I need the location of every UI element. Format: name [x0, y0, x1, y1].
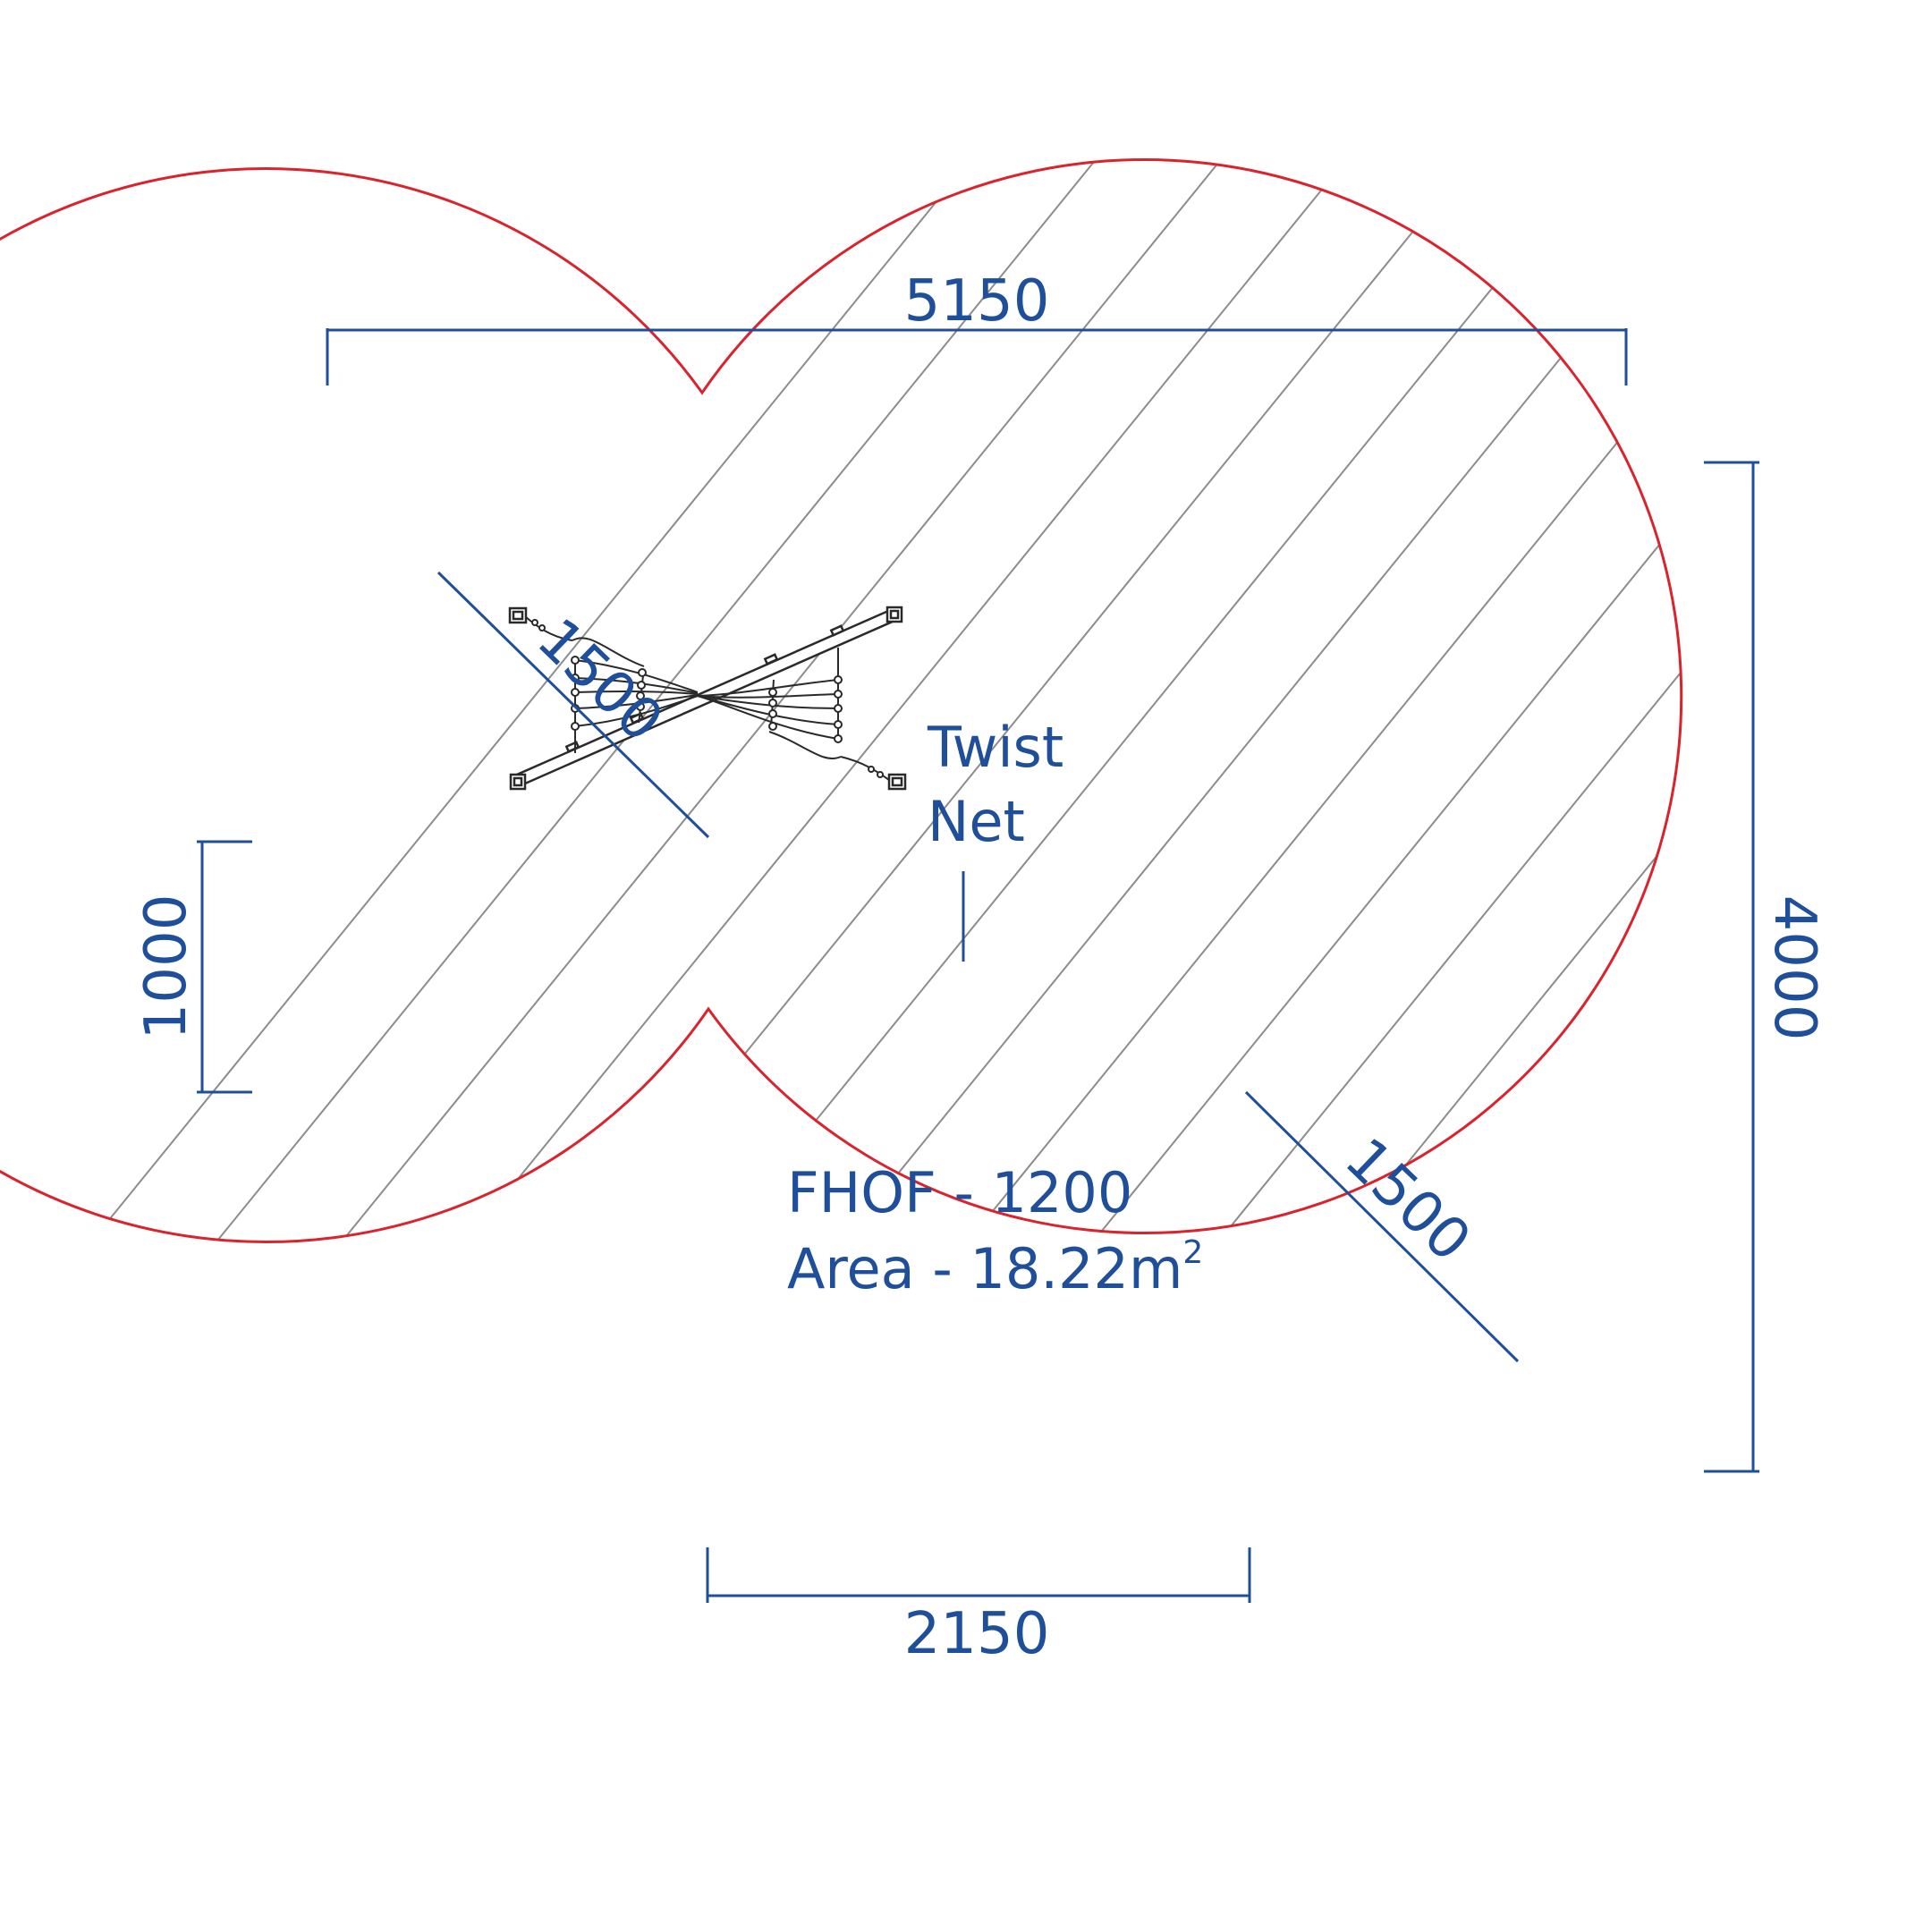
area-label: Area - 18.22m2 [787, 1234, 1203, 1301]
dim-left-height-label: 1000 [133, 894, 199, 1040]
dim-right-height-label: 4000 [1761, 895, 1827, 1041]
left-net [571, 637, 699, 753]
dim-top-width [326, 328, 1628, 386]
beam-end-icon [509, 773, 527, 791]
product-code: FHOF - 1200 [787, 1160, 1132, 1225]
dimension-lines [197, 328, 1759, 1603]
area-value: Area - 18.22m [787, 1236, 1182, 1301]
beam-end-icon [886, 606, 903, 623]
fall-zone-outline [0, 158, 1683, 1243]
area-unit-superscript: 2 [1182, 1234, 1203, 1271]
anchor-post-icon [508, 606, 528, 624]
dim-top-width-label: 5150 [904, 268, 1050, 335]
dim-right-height [1704, 461, 1759, 1473]
dim-left-height [197, 840, 252, 1094]
right-net [697, 648, 843, 759]
anchor-post-icon [887, 773, 907, 791]
equipment-name-line2: Net [928, 789, 1025, 854]
fall-zone-hatching [0, 159, 1682, 1242]
radius-leader-upper-left [436, 571, 710, 839]
dim-bottom-width [706, 1547, 1251, 1603]
radius-leader-lower-right [1244, 1090, 1520, 1363]
dim-bottom-width-label: 2150 [904, 1601, 1050, 1667]
equipment-name-line1: Twist [927, 715, 1063, 780]
